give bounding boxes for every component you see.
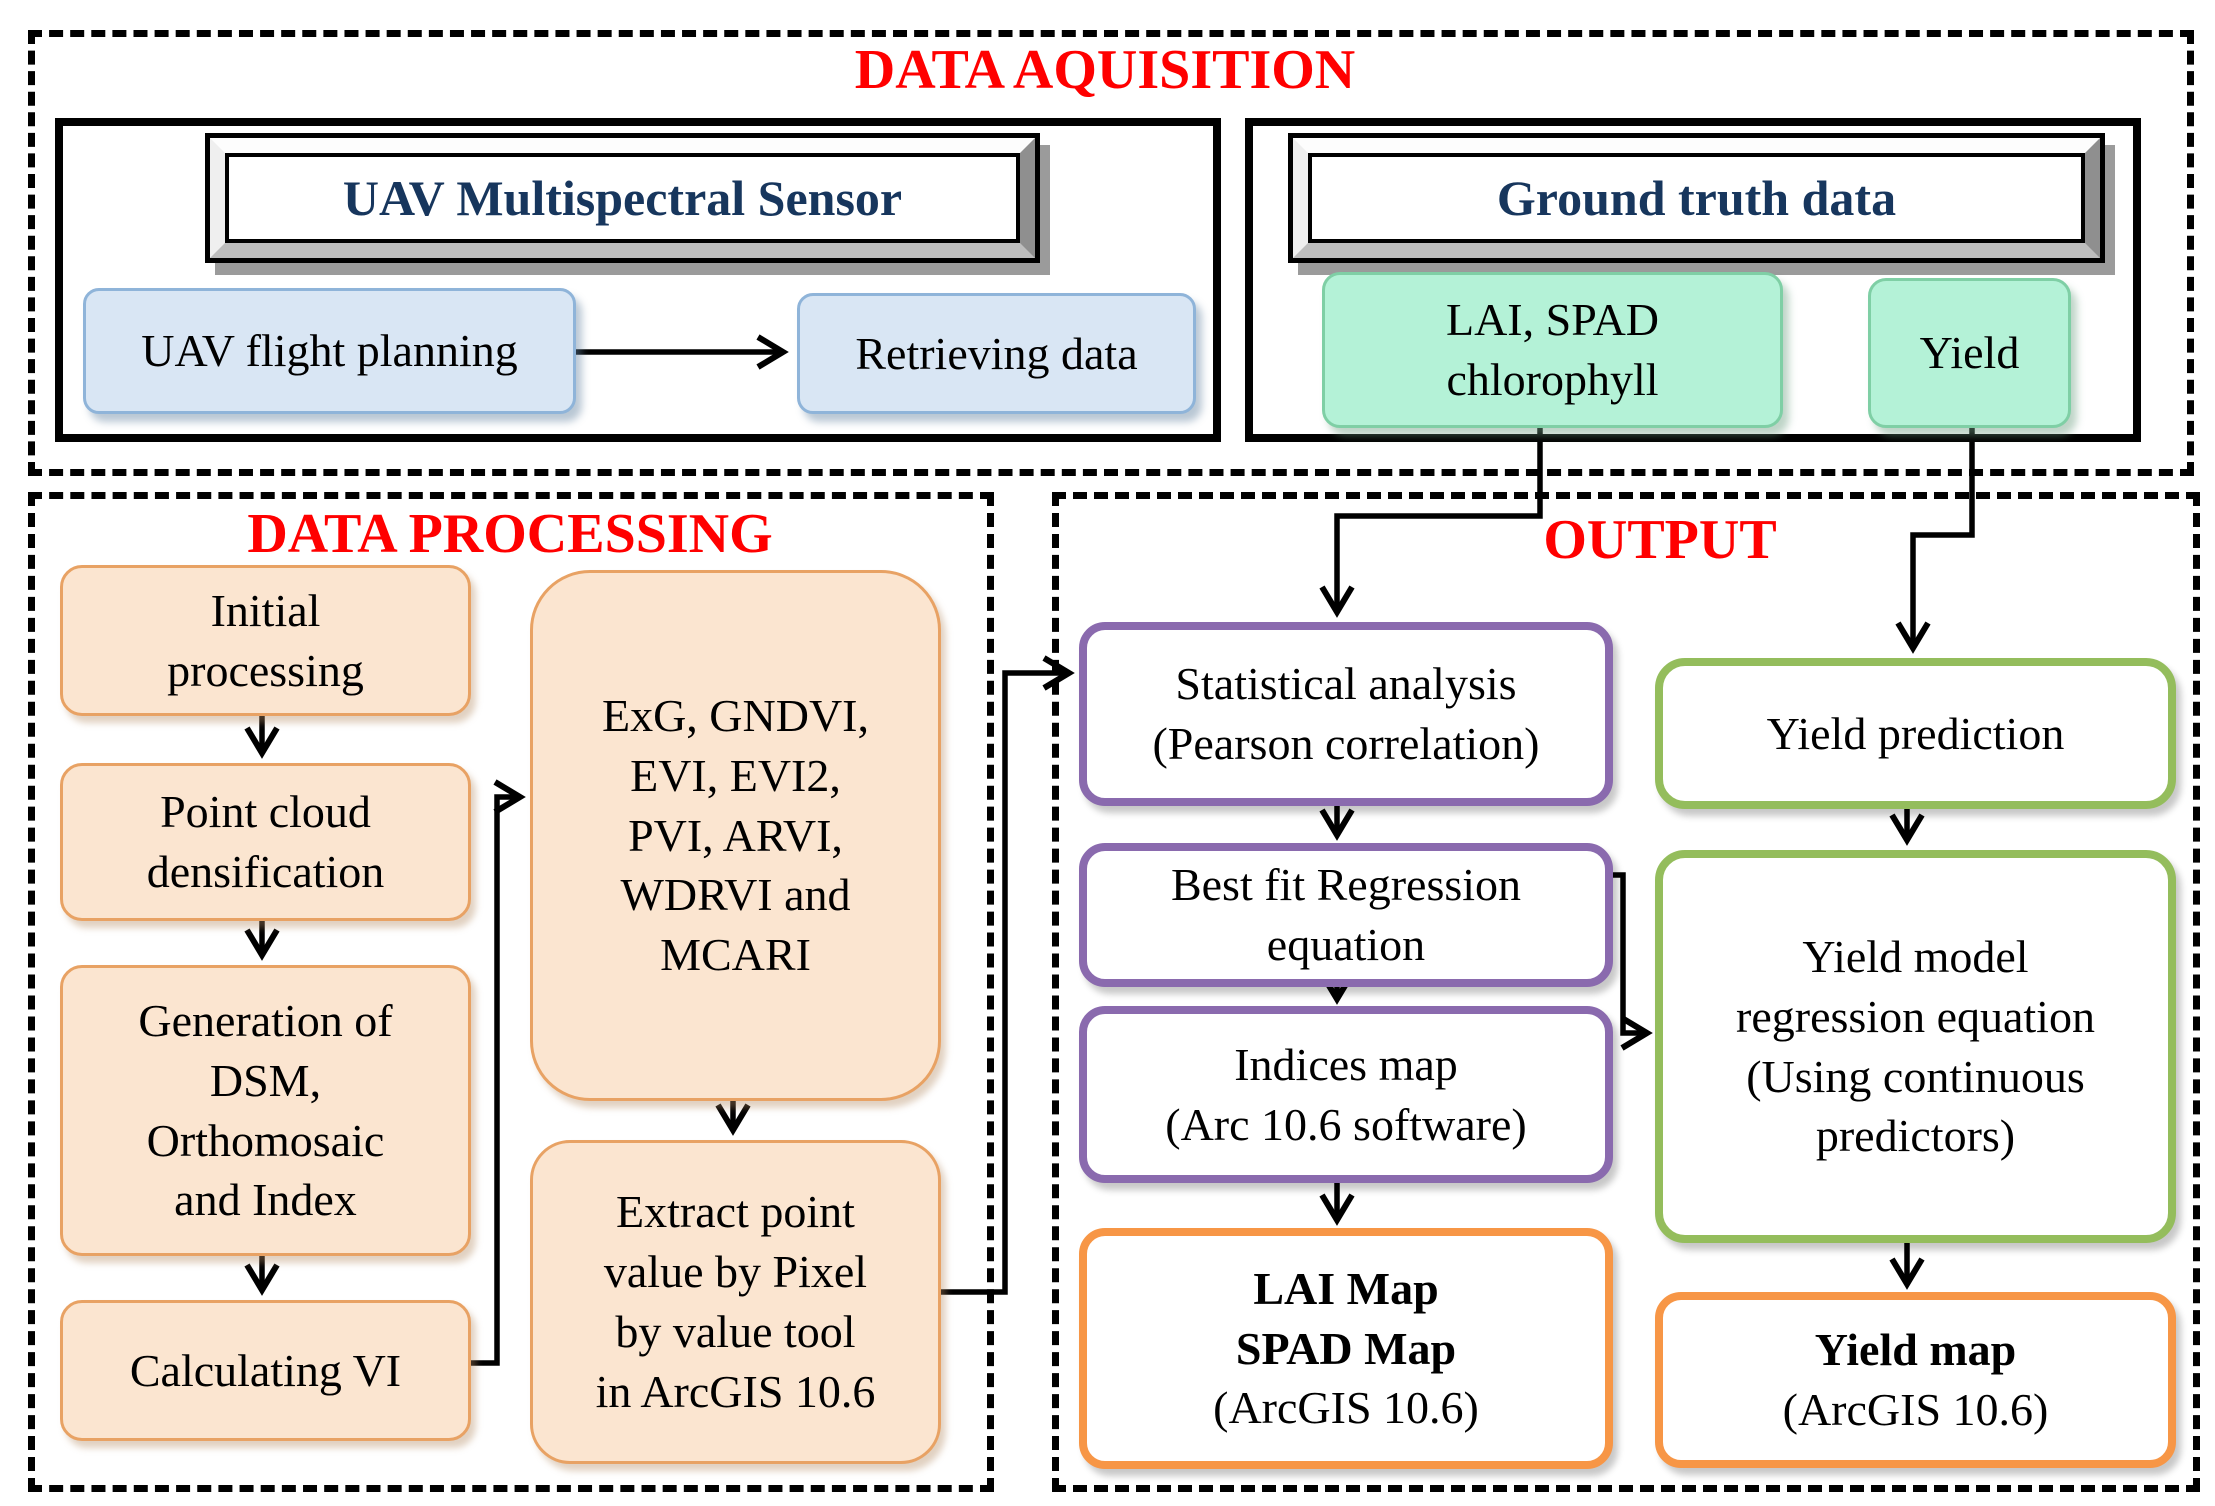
header-uav-label: UAV Multispectral Sensor [342,170,903,226]
node-vegetation-indices-list: ExG, GNDVI, EVI, EVI2, PVI, ARVI, WDRVI … [530,570,941,1101]
arrow-extract-to-statistical [937,655,1075,1295]
bevel-frame [1293,138,2100,258]
node-generation-dsm: Generation of DSM, Orthomosaic and Index [60,965,471,1256]
node-retrieving-data: Retrieving data [797,293,1196,414]
node-label: Initial processing [167,584,364,696]
node-lai-spad-map: LAI Map SPAD Map (ArcGIS 10.6) [1079,1228,1613,1469]
node-label: Best fit Regression equation [1170,859,1522,970]
header-ground-truth-data: Ground truth data [1288,133,2105,263]
node-label: Yield prediction [1766,707,2065,759]
node-label: Yield [1919,327,2020,379]
node-label: Point cloud densification [146,786,385,897]
node-yield-model-regression: Yield model regression equation (Using c… [1655,850,2176,1243]
node-calculating-vi: Calculating VI [60,1300,471,1441]
node-initial-processing: Initial processing [60,565,471,716]
section-output [1052,492,2200,1492]
title-data-processing: DATA PROCESSING [247,503,773,565]
node-statistical-analysis: Statistical analysis (Pearson correlatio… [1079,622,1613,806]
node-label: Retrieving data [855,327,1138,379]
node-label: LAI, SPAD chlorophyll [1445,294,1660,405]
arrow-yield-to-yieldprediction [1895,424,1975,654]
node-label: Generation of DSM, Orthomosaic and Index [138,994,393,1226]
node-extract-point-value: Extract point value by Pixel by value to… [530,1140,941,1464]
title-data-acquisition: DATA AQUISITION [854,39,1356,101]
arrow-laispad-to-statistical [1319,424,1543,618]
node-uav-flight-planning: UAV flight planning [83,288,576,414]
node-label-sub: (ArcGIS 10.6) [1782,1384,2049,1435]
node-label: UAV flight planning [141,325,518,377]
node-label: ExG, GNDVI, EVI, EVI2, PVI, ARVI, WDRVI … [601,690,869,981]
node-best-fit-regression: Best fit Regression equation [1079,843,1613,987]
node-label: Yield model regression equation (Using c… [1736,930,2095,1162]
title-output: OUTPUT [1543,509,1777,571]
section-data-processing [28,492,994,1492]
node-yield-map: Yield map (ArcGIS 10.6) [1655,1292,2176,1468]
node-label: Calculating VI [129,1344,402,1396]
node-lai-spad-chlorophyll: LAI, SPAD chlorophyll [1322,272,1783,428]
node-point-cloud-densification: Point cloud densification [60,763,471,921]
header-uav-multispectral-sensor: UAV Multispectral Sensor [205,133,1040,263]
node-label-sub: (ArcGIS 10.6) [1213,1382,1479,1434]
node-label: Extract point value by Pixel by value to… [595,1186,876,1417]
section-data-acquisition [28,30,2194,476]
node-label: Statistical analysis (Pearson correlatio… [1152,658,1540,769]
node-yield-prediction: Yield prediction [1655,658,2176,809]
bevel-frame [210,138,1035,258]
node-label-bold: Yield map [1814,1324,2017,1376]
node-indices-map: Indices map (Arc 10.6 software) [1079,1006,1613,1183]
arrow-calcvi-to-indices [467,779,526,1366]
node-label-bold: LAI Map SPAD Map [1235,1262,1457,1374]
node-label: Indices map (Arc 10.6 software) [1165,1038,1527,1150]
node-yield: Yield [1868,278,2071,428]
header-ground-label: Ground truth data [1496,170,1897,226]
